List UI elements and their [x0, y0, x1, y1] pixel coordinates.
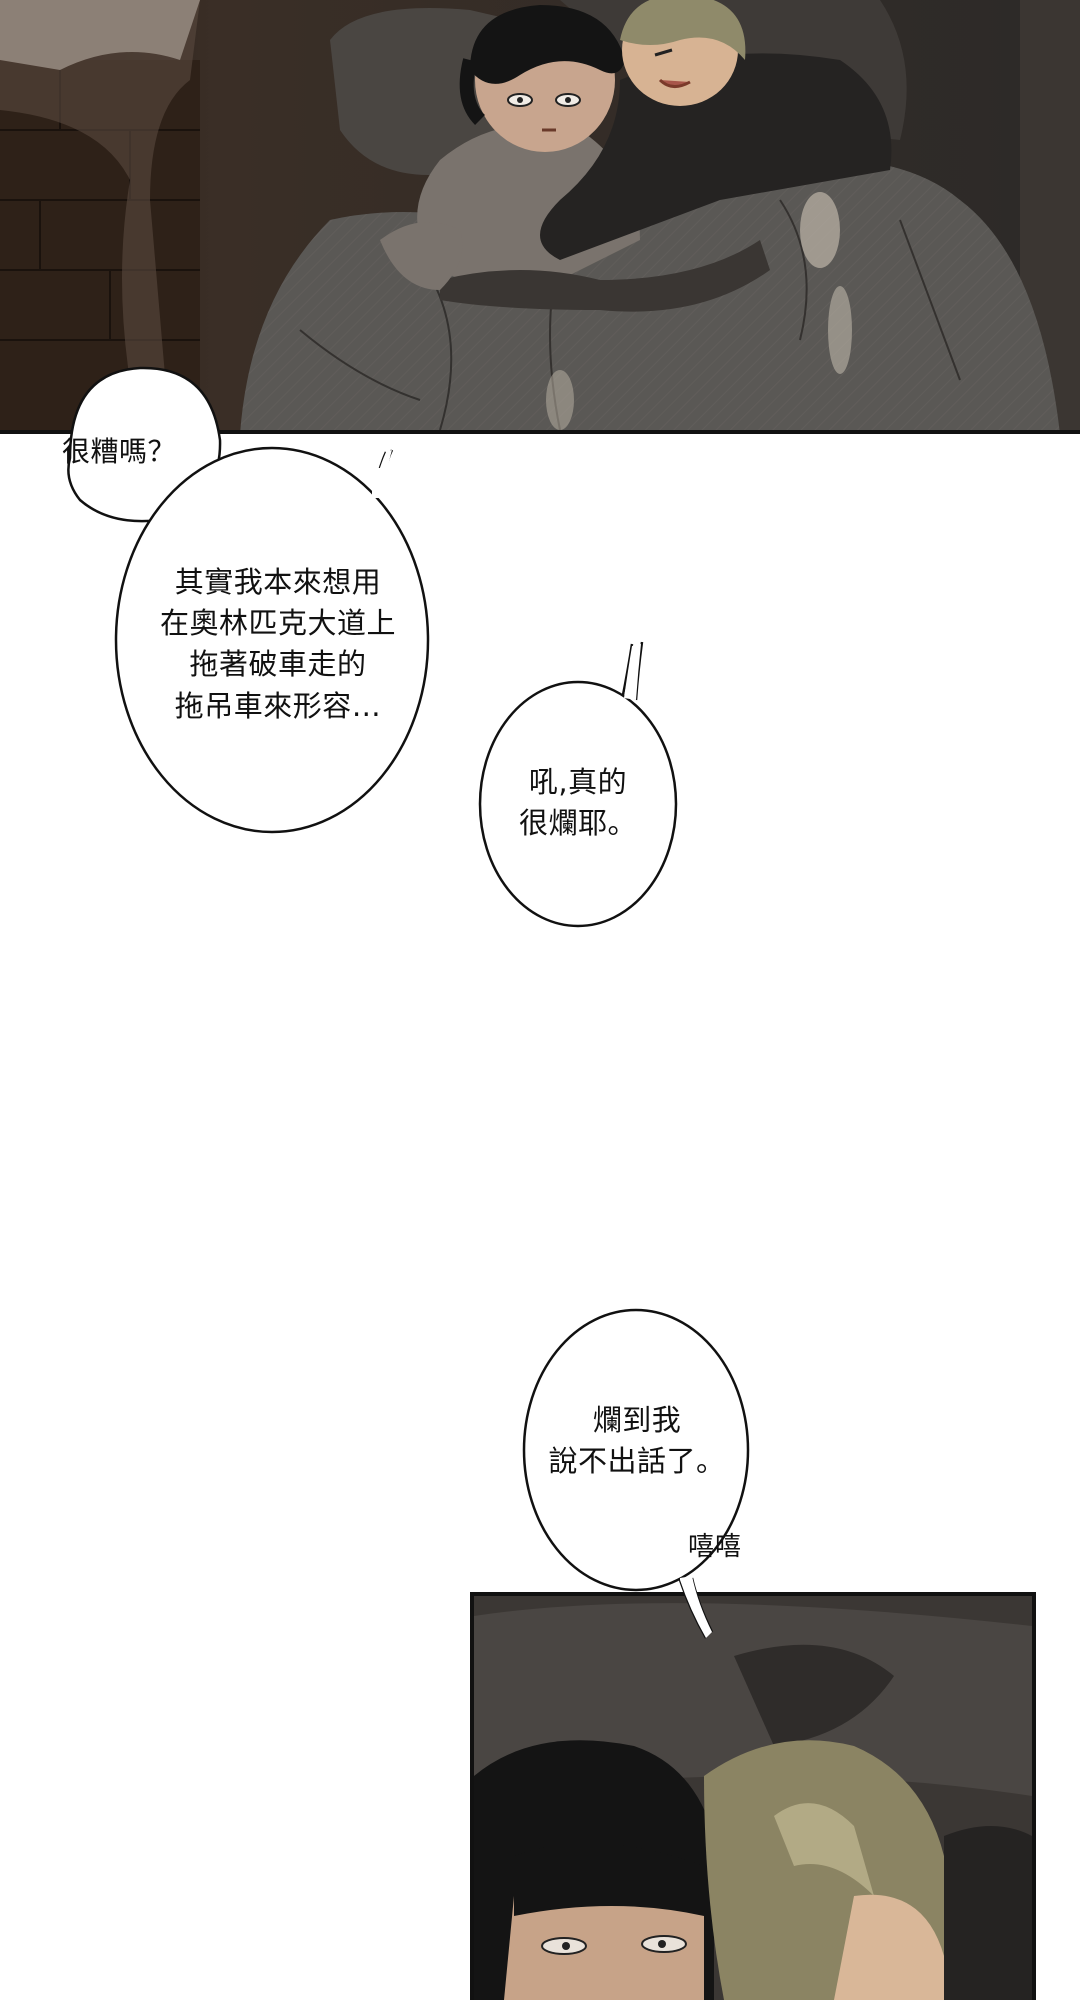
panel-bed-scene — [0, 0, 1080, 434]
speech-bubble-1-text: 很糟嗎？ — [62, 435, 177, 468]
speech-bubble-4 — [522, 1308, 750, 1639]
speech-bubble-2-text: 其實我本來想用 在奧林匹克大道上 拖著破車走的 拖吊車來形容… — [159, 565, 396, 723]
speech-bubble-3 — [478, 641, 678, 928]
panel-closeup-art — [474, 1596, 1032, 2000]
panel-bed-scene-art — [0, 0, 1080, 434]
panel-closeup — [470, 1592, 1036, 2000]
speech-bubble-4-text: 爛到我 說不出話了。 — [548, 1403, 726, 1479]
speech-bubble-2 — [114, 446, 430, 834]
panel-border — [0, 430, 1080, 434]
speech-bubble-3-text: 吼,真的 很爛耶。 — [518, 765, 637, 841]
sound-effect-giggle: 嘻嘻 — [688, 1532, 743, 1562]
